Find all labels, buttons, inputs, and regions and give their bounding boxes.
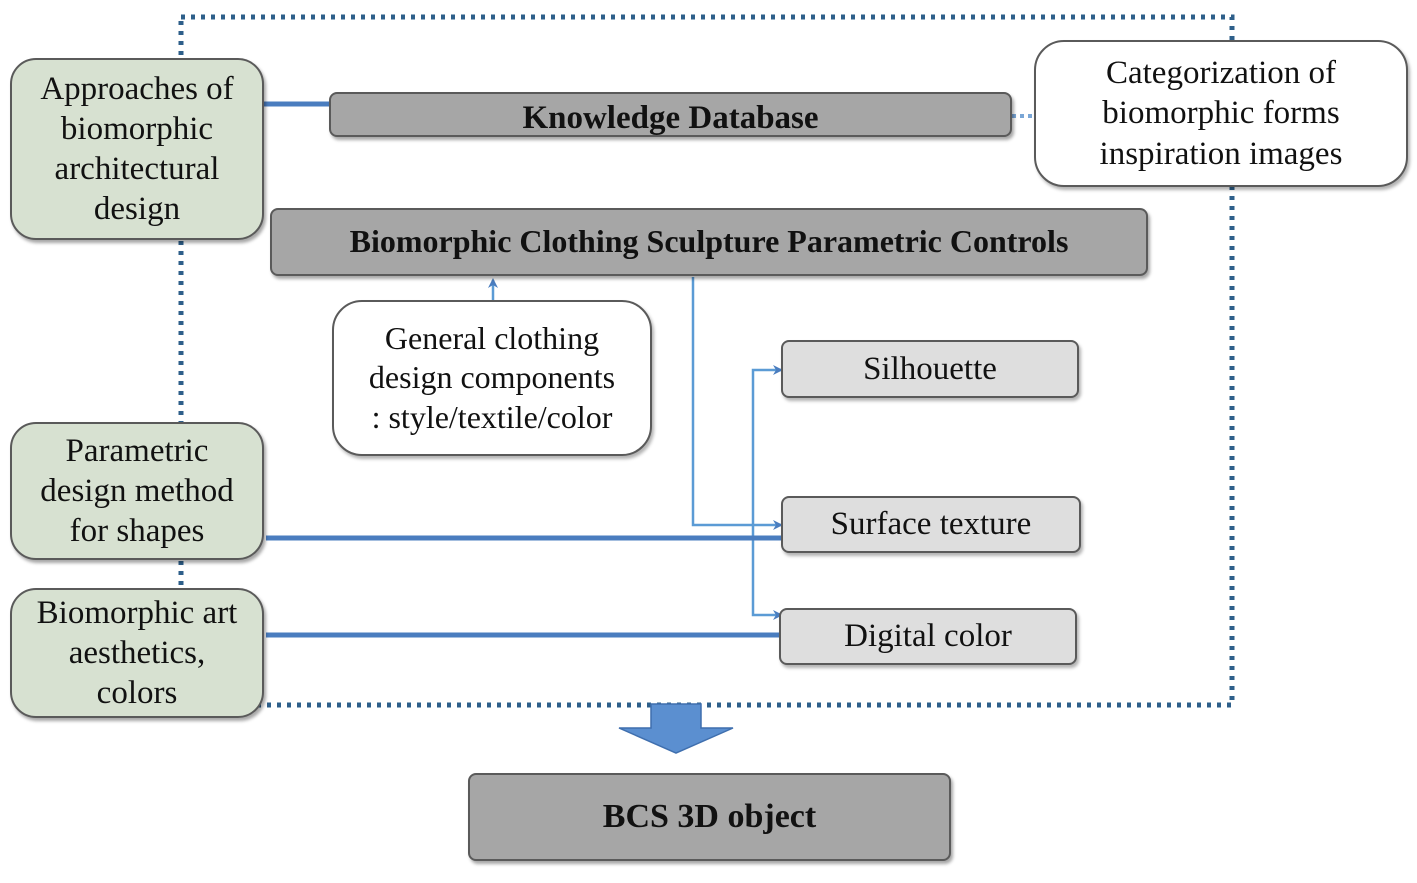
output-texture-label: Surface texture bbox=[830, 506, 1032, 543]
input-parametric-line: Parametric bbox=[65, 432, 209, 469]
controls-to-silhouette-connector bbox=[751, 365, 783, 525]
input-aesthetics-line: colors bbox=[96, 675, 178, 712]
knowledge-database-label: Knowledge Database bbox=[522, 100, 819, 137]
output-silhouette-label: Silhouette bbox=[863, 350, 997, 387]
knowledge-database-box: Knowledge Database bbox=[329, 92, 1012, 137]
general-components-line: General clothing bbox=[384, 320, 600, 357]
general-components-line: design components bbox=[368, 359, 616, 396]
output-digital-color-box: Digital color bbox=[779, 608, 1077, 665]
dotted-boundary bbox=[178, 14, 1235, 708]
categorization-line: Categorization of bbox=[1105, 55, 1336, 92]
input-parametric-line: for shapes bbox=[69, 513, 205, 550]
output-silhouette-box: Silhouette bbox=[781, 340, 1079, 398]
categorization-line: biomorphic forms bbox=[1102, 95, 1340, 132]
input-approaches-box: Approaches of biomorphic architectural d… bbox=[10, 58, 264, 240]
result-label: BCS 3D object bbox=[602, 798, 817, 836]
input-approaches-line: design bbox=[93, 191, 181, 228]
input-approaches-line: architectural bbox=[54, 151, 220, 187]
general-components-line: : style/textile/color bbox=[371, 398, 613, 435]
input-parametric-line: design method bbox=[40, 472, 234, 509]
parametric-controls-box: Biomorphic Clothing Sculpture Parametric… bbox=[270, 208, 1148, 276]
input-parametric-method-box: Parametric design method for shapes bbox=[10, 422, 264, 560]
input-aesthetics-line: Biomorphic art bbox=[36, 594, 238, 631]
categorization-box: Categorization of biomorphic forms inspi… bbox=[1034, 40, 1408, 187]
controls-to-texture-connector bbox=[691, 277, 783, 530]
input-approaches-line: biomorphic bbox=[60, 110, 214, 147]
output-surface-texture-box: Surface texture bbox=[781, 496, 1081, 553]
categorization-line: inspiration images bbox=[1099, 135, 1343, 172]
result-bcs-object-box: BCS 3D object bbox=[468, 773, 951, 861]
input-art-aesthetics-box: Biomorphic art aesthetics, colors bbox=[10, 588, 264, 718]
output-color-label: Digital color bbox=[844, 618, 1012, 655]
input-approaches-line: Approaches of bbox=[40, 70, 234, 107]
general-components-box: General clothing design components : sty… bbox=[332, 300, 652, 456]
controls-to-color-connector bbox=[751, 525, 783, 620]
parametric-controls-label: Biomorphic Clothing Sculpture Parametric… bbox=[349, 223, 1069, 260]
result-down-arrow bbox=[618, 703, 734, 754]
input-aesthetics-line: aesthetics, bbox=[68, 634, 206, 671]
